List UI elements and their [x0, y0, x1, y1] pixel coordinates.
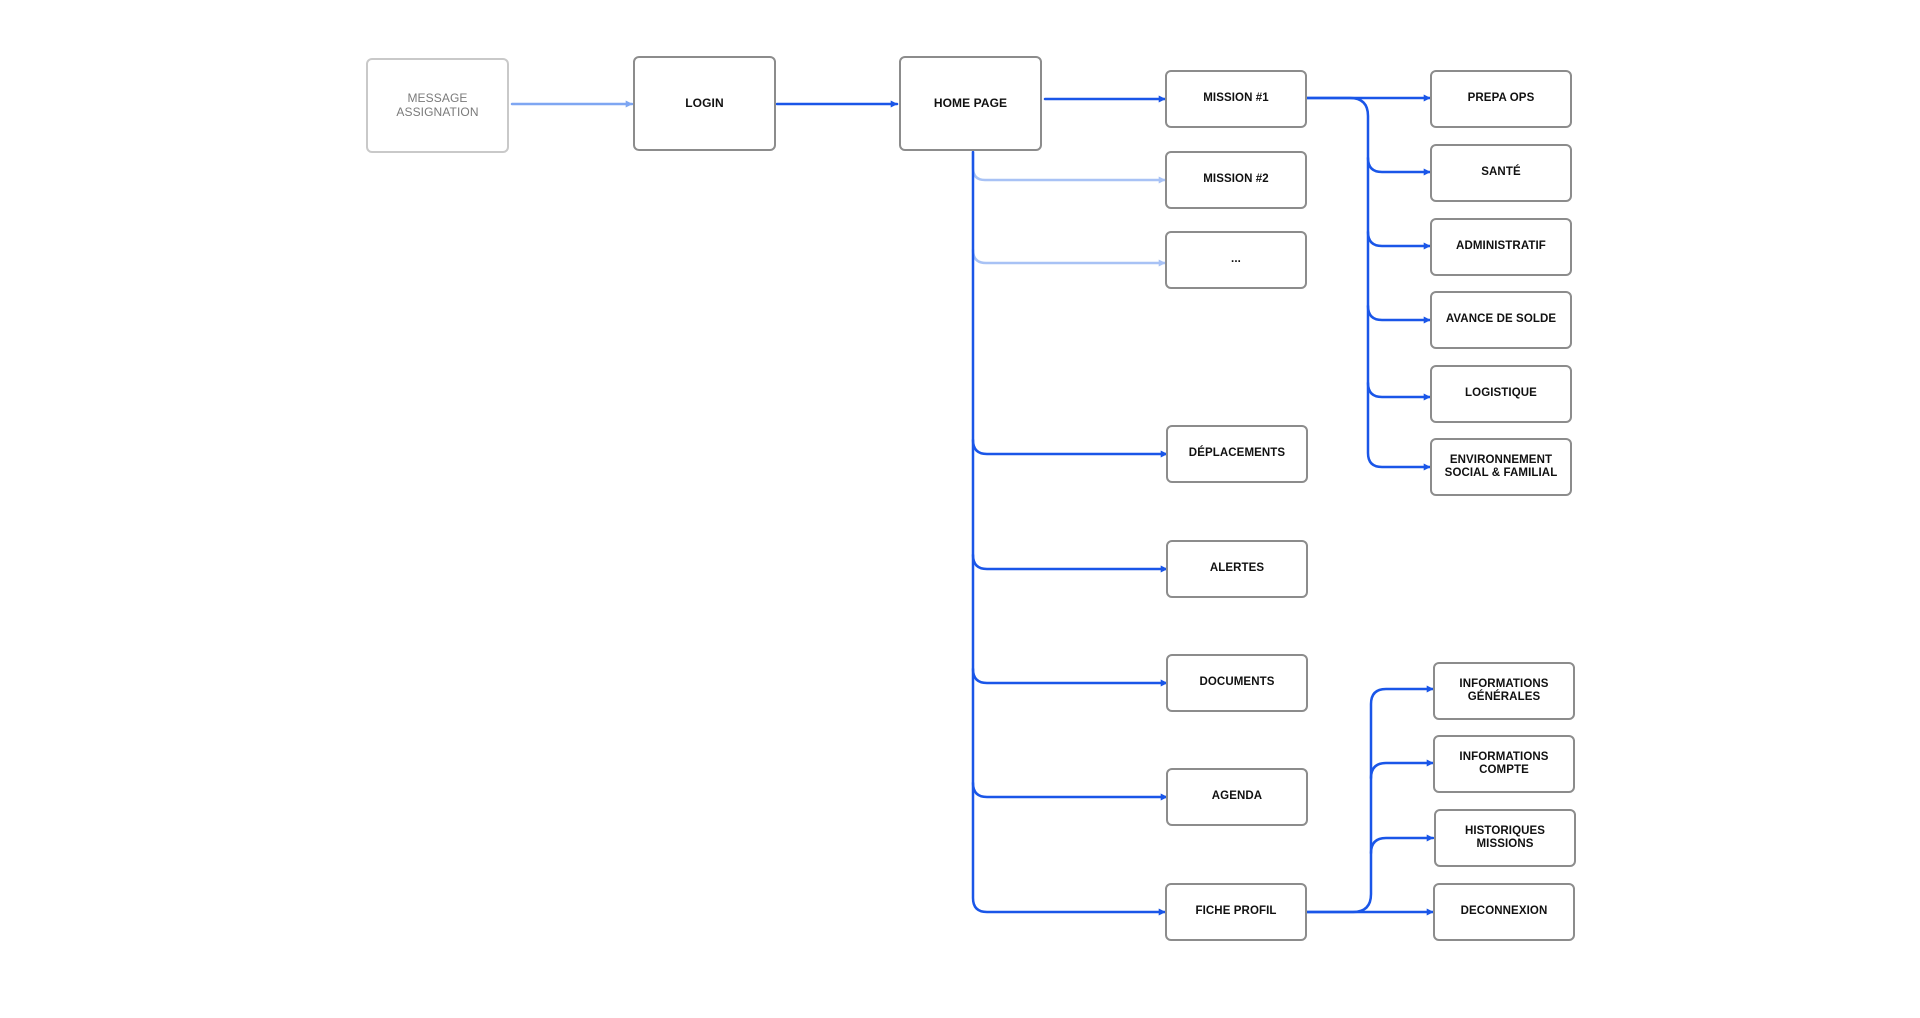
edge-mission-1-to-environnement [1366, 381, 1432, 471]
node-label: ENVIRONNEMENT SOCIAL & FAMILIAL [1444, 453, 1558, 479]
node-label: ADMINISTRATIF [1456, 240, 1546, 253]
node-deconnexion[interactable]: DECONNEXION [1433, 883, 1575, 941]
node-administratif[interactable]: ADMINISTRATIF [1430, 218, 1572, 276]
node-label: LOGIN [685, 95, 724, 110]
node-prepa-ops[interactable]: PREPA OPS [1430, 70, 1572, 128]
node-documents[interactable]: DOCUMENTS [1166, 654, 1308, 712]
node-label: ... [1231, 253, 1241, 266]
node-historiques-missions[interactable]: HISTORIQUES MISSIONS [1434, 809, 1576, 867]
node-label: AVANCE DE SOLDE [1445, 313, 1557, 326]
node-label: MISSION #2 [1203, 173, 1269, 186]
node-label: DOCUMENTS [1199, 676, 1275, 689]
node-sante[interactable]: SANTÉ [1430, 144, 1572, 202]
node-label: FICHE PROFIL [1195, 905, 1277, 918]
edge-home-to-alertes [971, 438, 1169, 573]
edge-fiche-profil-to-informations-generales [1369, 685, 1435, 780]
node-fiche-profil[interactable]: FICHE PROFIL [1165, 883, 1307, 941]
node-label: INFORMATIONS GÉNÉRALES [1459, 677, 1549, 703]
node-agenda[interactable]: AGENDA [1166, 768, 1308, 826]
node-informations-generales[interactable]: INFORMATIONS GÉNÉRALES [1433, 662, 1575, 720]
node-label: SANTÉ [1481, 166, 1521, 179]
node-avance-de-solde[interactable]: AVANCE DE SOLDE [1430, 291, 1572, 349]
node-label: HOME PAGE [933, 95, 1008, 110]
node-login[interactable]: LOGIN [633, 56, 776, 151]
edge-home-to-deplacements [971, 150, 1169, 458]
node-label: HISTORIQUES MISSIONS [1464, 824, 1546, 850]
node-label: INFORMATIONS COMPTE [1459, 750, 1549, 776]
edge-mission-1-to-sante [1305, 96, 1432, 176]
node-home-page[interactable]: HOME PAGE [899, 56, 1042, 151]
node-alertes[interactable]: ALERTES [1166, 540, 1308, 598]
node-label: DÉPLACEMENTS [1188, 447, 1286, 460]
node-label: PREPA OPS [1467, 92, 1535, 105]
edge-home-to-fiche-profil [971, 781, 1167, 916]
edge-home-to-agenda [971, 667, 1169, 801]
edge-home-to-mission-2 [971, 150, 1167, 184]
node-label: MISSION #1 [1203, 92, 1269, 105]
node-label: DECONNEXION [1460, 905, 1548, 918]
node-label: MESSAGE ASSIGNATION [396, 90, 479, 119]
node-mission-2[interactable]: MISSION #2 [1165, 151, 1307, 209]
edge-home-to-documents [971, 553, 1169, 687]
node-environnement[interactable]: ENVIRONNEMENT SOCIAL & FAMILIAL [1430, 438, 1572, 496]
node-informations-compte[interactable]: INFORMATIONS COMPTE [1433, 735, 1575, 793]
node-label: LOGISTIQUE [1465, 387, 1537, 400]
edge-home-to-ellipsis [971, 248, 1167, 267]
node-deplacements[interactable]: DÉPLACEMENTS [1166, 425, 1308, 483]
node-mission-1[interactable]: MISSION #1 [1165, 70, 1307, 128]
node-label: ALERTES [1209, 562, 1265, 575]
edge-fiche-profil-to-historiques [1305, 834, 1435, 914]
node-message-assignation[interactable]: MESSAGE ASSIGNATION [366, 58, 509, 153]
node-label: AGENDA [1211, 790, 1263, 803]
node-ellipsis[interactable]: ... [1165, 231, 1307, 289]
node-logistique[interactable]: LOGISTIQUE [1430, 365, 1572, 423]
